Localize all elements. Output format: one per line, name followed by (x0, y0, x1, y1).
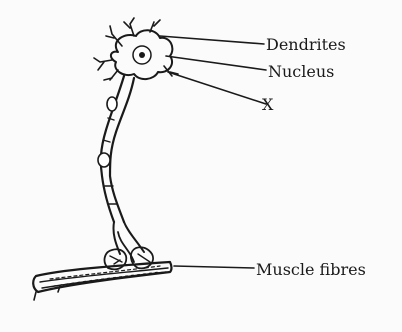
x-leader-line (168, 72, 266, 104)
dendrites-label: Dendrites (266, 35, 346, 54)
dendrites-leader-line (160, 36, 264, 44)
axon (98, 76, 144, 262)
muscle-fibre-bundle (33, 262, 171, 300)
cell-body (111, 30, 172, 79)
x-label: X (262, 95, 274, 114)
nucleus-leader-line (166, 56, 266, 70)
nucleus-label: Nucleus (268, 62, 334, 81)
leader-lines (160, 36, 266, 268)
muscle-fibres-label: Muscle fibres (256, 260, 366, 279)
muscle-fibres-leader-line (174, 266, 254, 268)
